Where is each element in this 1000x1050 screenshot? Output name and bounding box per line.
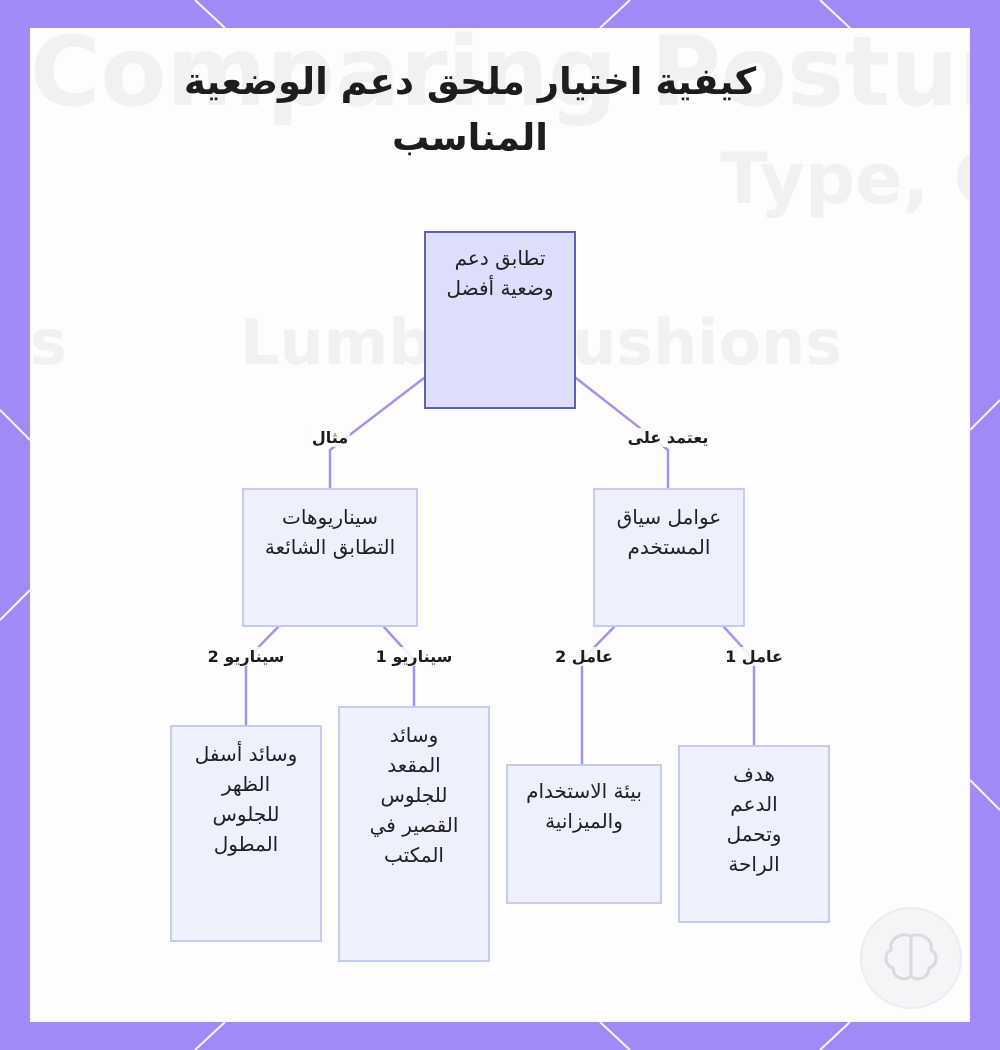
- brain-logo-icon: [860, 907, 962, 1009]
- diagram-title: كيفية اختيار ملحق دعم الوضعية المناسب: [183, 60, 757, 159]
- goal-node-label: هدف الدعم وتحمل الراحة: [726, 762, 782, 876]
- lumbar-cushion-node-label: وسائد أسفل الظهر للجلوس المطول: [194, 742, 298, 856]
- scenarios-node-label: سيناريوهات التطابق الشائعة: [264, 505, 396, 559]
- background-watermark-text: Comparing Postur: [30, 28, 970, 128]
- background-watermark-text: s: [30, 306, 67, 379]
- goal-node[interactable]: هدف الدعم وتحمل الراحة: [678, 745, 830, 923]
- environment-node[interactable]: بيئة الاستخدام والميزانية: [506, 764, 662, 904]
- root-node-label: تطابق دعم وضعية أفضل: [446, 246, 554, 300]
- root-node[interactable]: تطابق دعم وضعية أفضل: [424, 231, 576, 409]
- edge-scenarios-to-seat: [382, 625, 416, 708]
- factors-node-label: عوامل سياق المستخدم: [616, 505, 722, 559]
- environment-node-label: بيئة الاستخدام والميزانية: [526, 779, 642, 833]
- edge-factors-to-goal: [722, 625, 756, 747]
- edge-label-depends-on: يعتمد على: [625, 428, 711, 447]
- edge-scenarios-to-lumbar: [244, 625, 280, 727]
- edge-label-scenario-2: سيناريو 2: [205, 647, 287, 666]
- edge-root-to-scenarios: [328, 376, 426, 490]
- factors-node[interactable]: عوامل سياق المستخدم: [593, 488, 745, 627]
- seat-cushion-node[interactable]: وسائد المقعد للجلوس القصير في المكتب: [338, 706, 490, 962]
- seat-cushion-node-label: وسائد المقعد للجلوس القصير في المكتب: [369, 723, 459, 867]
- background-watermark-text: Type, Co: [720, 138, 970, 220]
- edge-label-example: مثال: [309, 428, 351, 447]
- edge-label-scenario-1: سيناريو 1: [373, 647, 455, 666]
- scenarios-node[interactable]: سيناريوهات التطابق الشائعة: [242, 488, 418, 627]
- edge-label-factor-2: عامل 2: [553, 647, 615, 666]
- edge-root-to-factors: [574, 376, 670, 490]
- lumbar-cushion-node[interactable]: وسائد أسفل الظهر للجلوس المطول: [170, 725, 322, 942]
- edge-label-factor-1: عامل 1: [723, 647, 785, 666]
